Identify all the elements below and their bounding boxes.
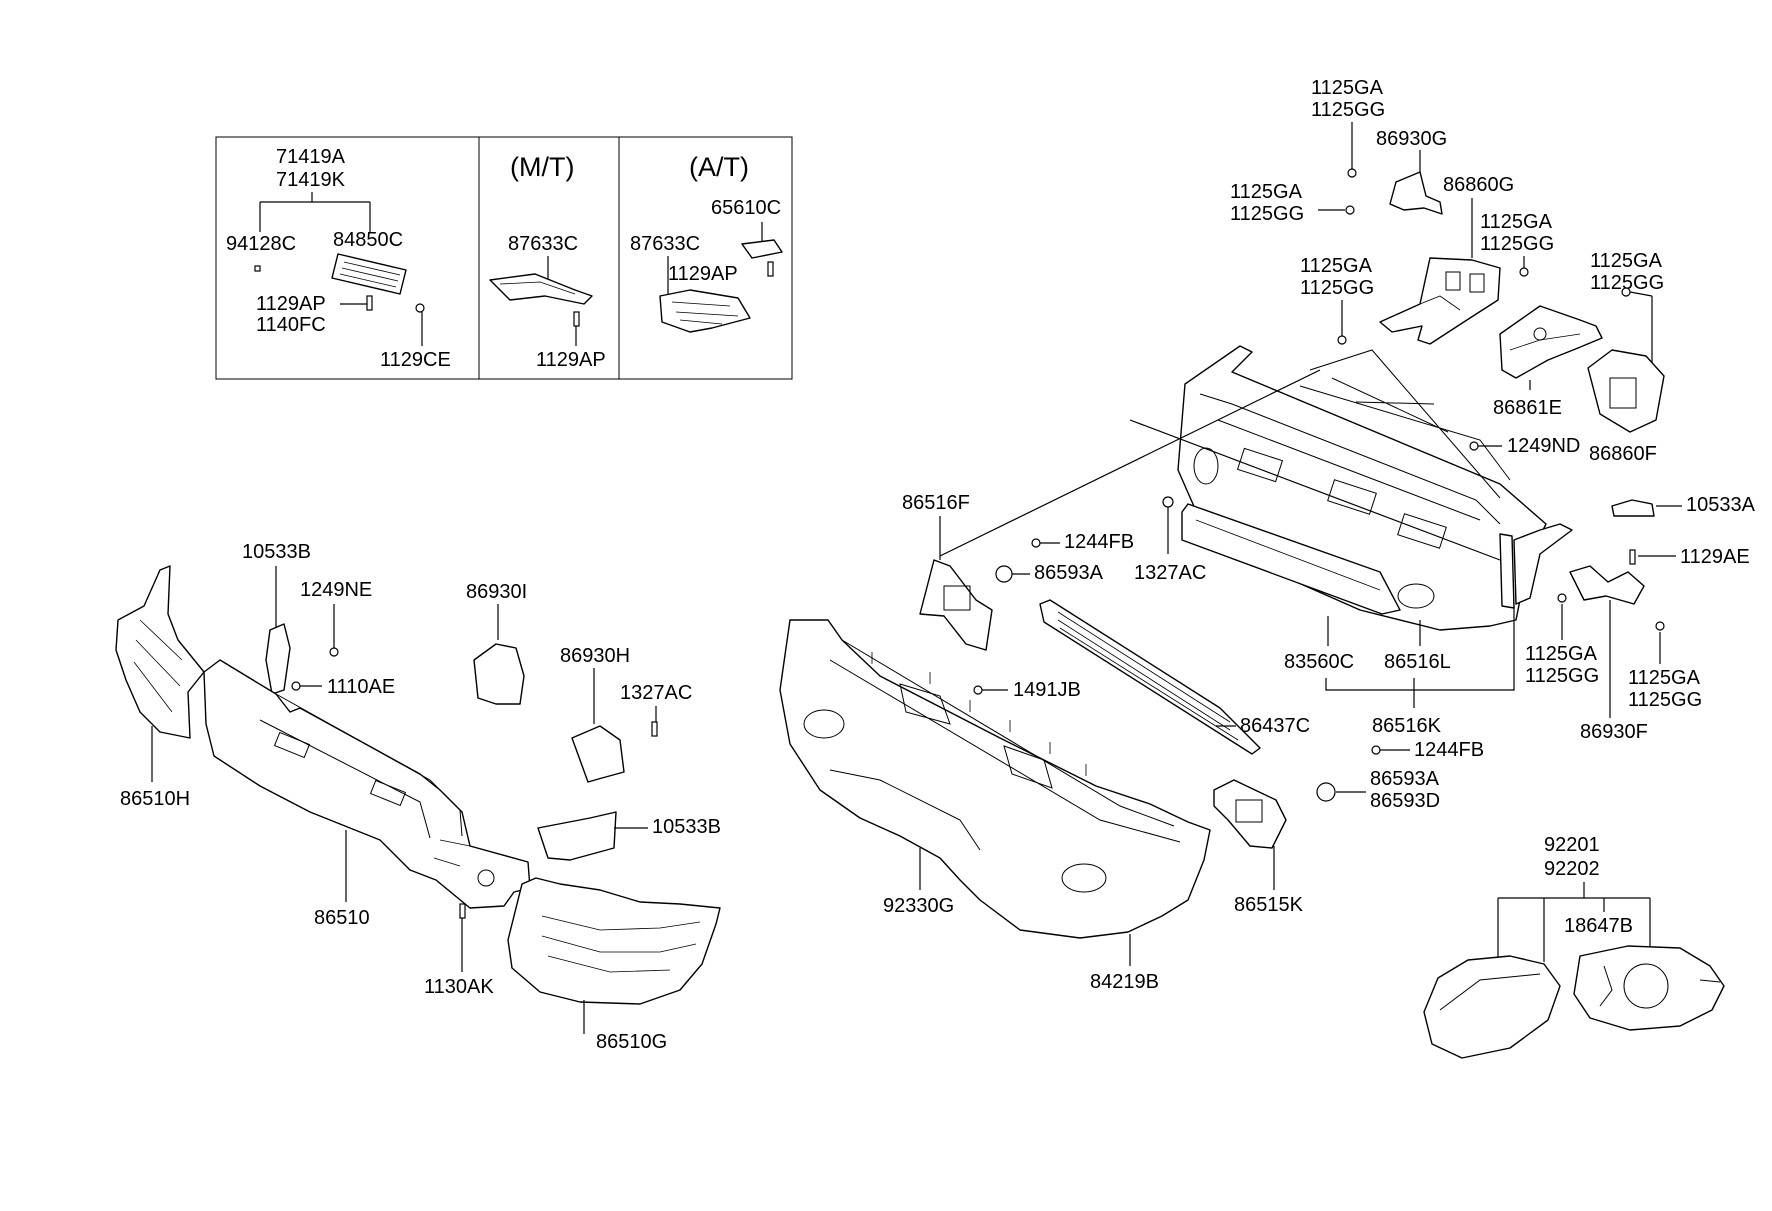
part-label-86510: 86510 — [314, 907, 370, 929]
part-label-86510h: 86510H — [120, 788, 190, 810]
part-label-94128c: 94128C — [226, 233, 296, 255]
fog-lamp-lens — [1423, 955, 1561, 1059]
part-label-10533b-1: 10533B — [242, 541, 311, 563]
part-label-86861e: 86861E — [1493, 397, 1562, 419]
part-label-18647b: 18647B — [1564, 915, 1633, 937]
bracket-86515k — [1213, 779, 1287, 849]
bracket-86860g — [1379, 257, 1501, 345]
part-label-86437c: 86437C — [1240, 715, 1310, 737]
part-label-86593a-1: 86593A — [1034, 562, 1104, 584]
part-label-1129ap-mt: 1129AP — [536, 349, 606, 371]
vent-grille-84850c — [331, 253, 407, 295]
end-cap-86510h — [115, 565, 205, 739]
bracket-86861e — [1499, 305, 1603, 379]
at-label: (A/T) — [689, 152, 749, 182]
part-label-86930g: 86930G — [1376, 128, 1447, 150]
part-label-1129ae: 1129AE — [1680, 546, 1750, 568]
part-label-1125ga-7: 1125GA — [1628, 667, 1701, 689]
part-label-86930i: 86930I — [466, 581, 527, 603]
grille-86437c — [1039, 599, 1261, 755]
part-label-1130ak: 1130AK — [424, 976, 494, 998]
part-label-1140fc: 1140FC — [256, 314, 326, 336]
part-label-86930h: 86930H — [560, 645, 630, 667]
part-label-1125ga-1: 1125GA — [1311, 77, 1384, 99]
part-label-86593d: 86593D — [1370, 790, 1440, 812]
end-cap-86510g — [507, 877, 721, 1005]
reinforcement-83560c — [1181, 503, 1401, 615]
front-bumper-assembly: 86516F 1244FB 86593A 86437C 1244FB 1491J… — [779, 369, 1725, 1059]
part-label-1125gg-4: 1125GG — [1300, 277, 1374, 299]
part-label-1327ac-b: 1327AC — [620, 682, 692, 704]
bracket-86930f — [1569, 565, 1645, 605]
mt-label: (M/T) — [510, 152, 574, 182]
part-label-10533b-2: 10533B — [652, 816, 721, 838]
part-label-1125gg-7: 1125GG — [1628, 689, 1702, 711]
part-label-86516k: 86516K — [1372, 715, 1442, 737]
part-label-86515k: 86515K — [1234, 894, 1304, 916]
part-label-1244fb-2: 1244FB — [1414, 739, 1484, 761]
part-label-84850c: 84850C — [333, 229, 403, 251]
part-label-86860g: 86860G — [1443, 174, 1514, 196]
part-label-84219b: 84219B — [1090, 971, 1159, 993]
part-label-1249nd: 1249ND — [1507, 435, 1580, 457]
part-label-92330g: 92330G — [883, 895, 954, 917]
part-label-1125gg-2: 1125GG — [1230, 203, 1304, 225]
part-label-1129ap-at: 1129AP — [668, 263, 738, 285]
part-label-1491jb: 1491JB — [1013, 679, 1081, 701]
part-label-86593a-2: 86593A — [1370, 768, 1440, 790]
part-label-87633c-mt: 87633C — [508, 233, 578, 255]
part-label-86516l: 86516L — [1384, 651, 1451, 673]
part-label-1129ap-a: 1129AP — [256, 293, 326, 315]
bracket-86860f — [1587, 349, 1665, 433]
part-label-1125ga-5: 1125GA — [1590, 250, 1663, 272]
bracket-86516f — [919, 559, 993, 651]
part-label-86860f: 86860F — [1589, 443, 1657, 465]
part-label-71419a: 71419A — [276, 146, 346, 168]
part-label-1125ga-2: 1125GA — [1230, 181, 1303, 203]
part-label-1244fb-1: 1244FB — [1064, 531, 1134, 553]
front-bumper-cover-84219b — [779, 619, 1211, 939]
part-label-87633c-at: 87633C — [630, 233, 700, 255]
part-label-10533a: 10533A — [1686, 494, 1756, 516]
part-label-1249ne: 1249NE — [300, 579, 372, 601]
rear-bumper-assembly: 1125GA 1125GG 86930G 1125GA 1125GG 86860… — [1134, 77, 1756, 743]
bumper-beam-assembly: 10533B 1249NE 1110AE 86510H 86510 1130AK — [115, 541, 721, 1053]
part-label-83560c: 83560C — [1284, 651, 1354, 673]
part-label-1110ae: 1110AE — [327, 676, 395, 698]
part-label-1125gg-1: 1125GG — [1311, 99, 1385, 121]
fog-lamp-housing — [1573, 945, 1725, 1031]
part-label-86516f: 86516F — [902, 492, 970, 514]
part-label-65610c: 65610C — [711, 197, 781, 219]
shift-cover-at — [659, 289, 751, 333]
part-label-1125ga-3: 1125GA — [1480, 211, 1553, 233]
part-label-92202: 92202 — [1544, 858, 1600, 880]
part-label-92201: 92201 — [1544, 834, 1600, 856]
part-label-1125gg-6: 1125GG — [1525, 665, 1599, 687]
part-label-1129ce: 1129CE — [380, 349, 451, 371]
part-label-1125ga-4: 1125GA — [1300, 255, 1373, 277]
part-label-1125ga-6: 1125GA — [1525, 643, 1598, 665]
part-label-86930f: 86930F — [1580, 721, 1648, 743]
part-label-86510g: 86510G — [596, 1031, 667, 1053]
part-label-1125gg-5: 1125GG — [1590, 272, 1664, 294]
inset-panel: (M/T) (A/T) 71419A 71419K 94128C 84850C … — [215, 136, 793, 380]
part-label-71419k: 71419K — [276, 169, 346, 191]
shift-cover-mt — [489, 273, 593, 305]
part-label-1327ac-r: 1327AC — [1134, 562, 1206, 584]
part-label-1125gg-3: 1125GG — [1480, 233, 1554, 255]
